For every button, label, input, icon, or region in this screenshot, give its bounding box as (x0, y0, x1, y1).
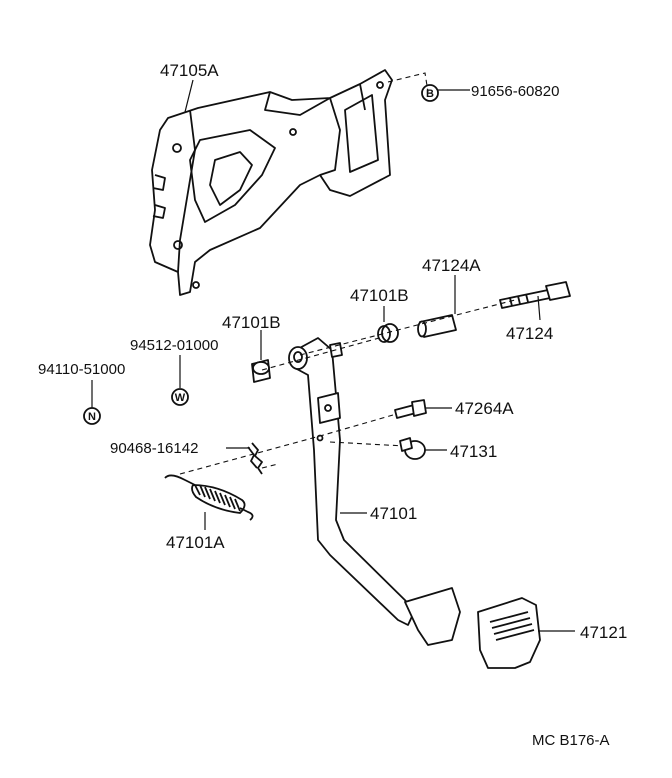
label-bolt-b: 91656-60820 (471, 83, 559, 100)
stopper (399, 437, 426, 460)
b-symbol-circle (421, 84, 439, 102)
pedal-bracket (149, 69, 393, 296)
washer-w-callout: W (171, 388, 189, 406)
bushing-right (377, 323, 399, 343)
bushing-left (251, 359, 271, 383)
pin (417, 314, 457, 338)
label-bushing-left: 47101B (222, 313, 281, 332)
bolt-b-callout: B (421, 84, 439, 102)
bolt-b-symbol: B (426, 88, 434, 100)
label-pedal-pad: 47121 (580, 623, 627, 642)
spring (164, 474, 254, 521)
label-pedal-arm: 47101 (370, 504, 417, 523)
w-symbol-circle (171, 388, 189, 406)
nut-n-symbol: N (88, 411, 96, 423)
bolt (499, 281, 571, 309)
nut-n-callout: N (83, 407, 101, 425)
washer-w-symbol: W (175, 392, 186, 404)
label-stopper: 47131 (450, 442, 497, 461)
label-washer: 94512-01000 (130, 337, 218, 354)
small-bolt (394, 399, 427, 419)
clip (247, 442, 263, 475)
label-pin: 47124A (422, 256, 481, 275)
label-small-bolt: 47264A (455, 399, 514, 418)
pedal-pad (477, 597, 541, 669)
label-bushing-right: 47101B (350, 286, 409, 305)
n-symbol-circle (83, 407, 101, 425)
label-bracket: 47105A (160, 61, 219, 80)
pedal-arm (288, 337, 461, 646)
label-nut: 94110-51000 (38, 361, 125, 378)
diagram-code: MC B176-A (532, 732, 610, 749)
label-clip: 90468-16142 (110, 440, 198, 457)
label-bolt: 47124 (506, 324, 553, 343)
label-spring: 47101A (166, 533, 225, 552)
